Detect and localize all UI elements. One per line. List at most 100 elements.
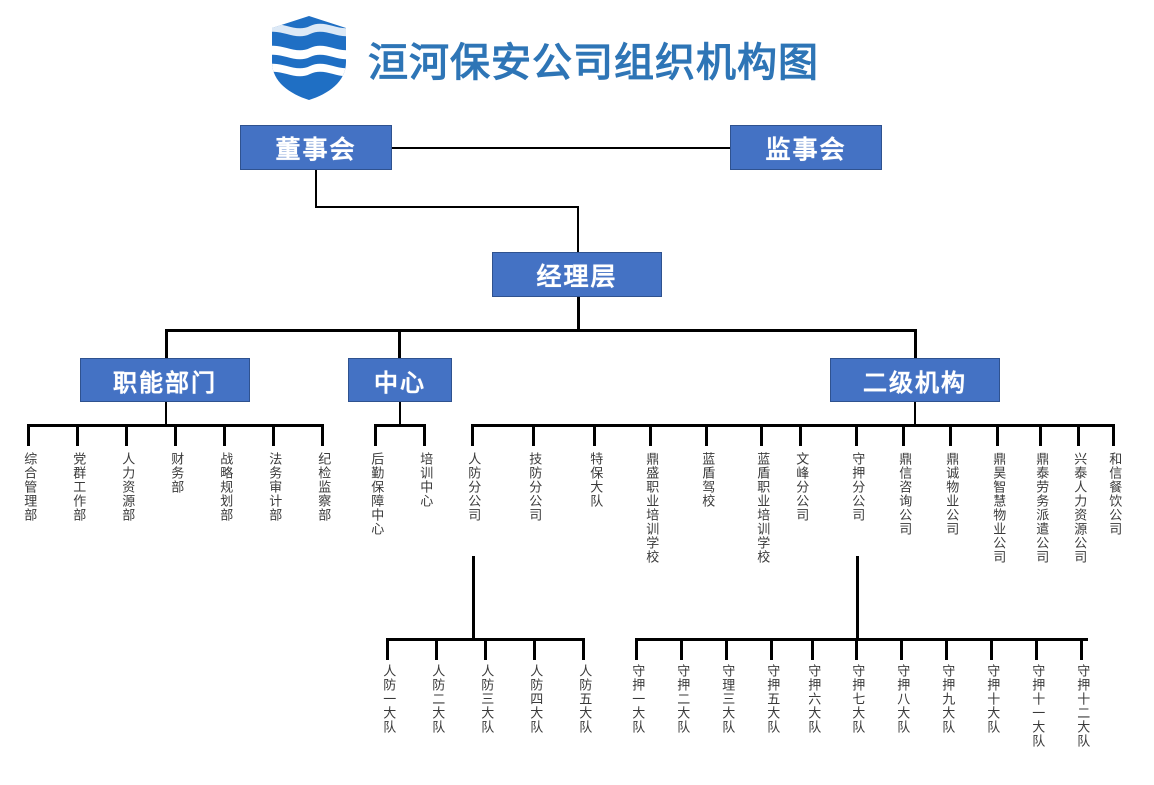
secondary-unit-3[interactable]: 特保大队 [587, 452, 603, 508]
secondary-unit-12[interactable]: 鼎泰劳务派遣公司 [1033, 452, 1049, 564]
connector-renfang-drop-4 [533, 638, 536, 660]
renfang-brigade-5[interactable]: 人防五大队 [576, 664, 592, 734]
connector-shouya-drop-3 [725, 638, 728, 660]
secondary-unit-7[interactable]: 文峰分公司 [793, 452, 809, 522]
connector-shouya-drop-6 [855, 638, 858, 660]
connector-functional-drop-6 [272, 424, 275, 446]
secondary-unit-5[interactable]: 蓝盾驾校 [699, 452, 715, 508]
node-board-of-directors[interactable]: 董事会 [240, 125, 392, 170]
connector-shouya-down [856, 556, 859, 640]
node-supervisory-board[interactable]: 监事会 [730, 125, 882, 170]
connector-renfang-drop-1 [386, 638, 389, 660]
functional-department-2[interactable]: 党群工作部 [70, 452, 86, 522]
shouya-brigade-5[interactable]: 守押六大队 [805, 664, 821, 734]
connector-secondary-bus [472, 424, 1114, 427]
connector-drop-secondary [914, 329, 917, 359]
connector-functional-down [165, 402, 167, 426]
connector-secondary-drop-9 [902, 424, 905, 446]
shouya-brigade-2[interactable]: 守押二大队 [674, 664, 690, 734]
page-title: 洹河保安公司组织机构图 [368, 40, 819, 86]
renfang-brigade-2[interactable]: 人防二大队 [429, 664, 445, 734]
connector-renfang-drop-2 [435, 638, 438, 660]
functional-department-5[interactable]: 战略规划部 [217, 452, 233, 522]
shield-wave-logo-icon [268, 14, 350, 102]
connector-drop-center [398, 329, 401, 359]
shouya-brigade-10[interactable]: 守押十一大队 [1029, 664, 1045, 748]
functional-department-1[interactable]: 综合管理部 [21, 452, 37, 522]
connector-shouya-bus [636, 638, 1088, 641]
connector-secondary-down [914, 402, 916, 426]
connector-secondary-drop-11 [996, 424, 999, 446]
shouya-brigade-9[interactable]: 守押十大队 [984, 664, 1000, 734]
connector-renfang-drop-3 [484, 638, 487, 660]
connector-secondary-drop-13 [1077, 424, 1080, 446]
connector-shouya-drop-8 [945, 638, 948, 660]
functional-department-3[interactable]: 人力资源部 [119, 452, 135, 522]
connector-secondary-drop-3 [593, 424, 596, 446]
connector-level3-bus [165, 329, 917, 332]
secondary-unit-14[interactable]: 和信餐饮公司 [1106, 452, 1122, 536]
shouya-brigade-7[interactable]: 守押八大队 [894, 664, 910, 734]
connector-board-down [315, 170, 317, 208]
renfang-brigade-3[interactable]: 人防三大队 [478, 664, 494, 734]
connector-center-drop-1 [374, 424, 377, 446]
connector-center-bus [375, 424, 424, 427]
renfang-brigade-4[interactable]: 人防四大队 [527, 664, 543, 734]
shouya-brigade-11[interactable]: 守押十二大队 [1074, 664, 1090, 748]
connector-board-bus [315, 206, 579, 208]
connector-shouya-drop-9 [990, 638, 993, 660]
connector-functional-drop-5 [223, 424, 226, 446]
connector-secondary-drop-12 [1039, 424, 1042, 446]
node-management-layer[interactable]: 经理层 [492, 252, 662, 297]
connector-shouya-drop-1 [635, 638, 638, 660]
connector-secondary-drop-2 [532, 424, 535, 446]
connector-functional-drop-2 [76, 424, 79, 446]
chart-header: 洹河保安公司组织机构图 [0, 0, 1154, 108]
secondary-unit-10[interactable]: 鼎诚物业公司 [943, 452, 959, 536]
secondary-unit-8[interactable]: 守押分公司 [849, 452, 865, 522]
connector-management-down [577, 297, 580, 331]
connector-shouya-drop-4 [770, 638, 773, 660]
shouya-brigade-1[interactable]: 守押一大队 [629, 664, 645, 734]
renfang-brigade-1[interactable]: 人防一大队 [380, 664, 396, 734]
secondary-unit-2[interactable]: 技防分公司 [526, 452, 542, 522]
center-unit-1[interactable]: 后勤保障中心 [368, 452, 384, 536]
connector-renfang-drop-5 [582, 638, 585, 660]
connector-shouya-drop-5 [811, 638, 814, 660]
connector-secondary-drop-1 [471, 424, 474, 446]
secondary-unit-9[interactable]: 鼎信咨询公司 [896, 452, 912, 536]
connector-shouya-drop-10 [1035, 638, 1038, 660]
functional-department-4[interactable]: 财务部 [168, 452, 184, 494]
connector-secondary-drop-14 [1112, 424, 1115, 446]
connector-functional-drop-1 [27, 424, 30, 446]
center-unit-2[interactable]: 培训中心 [417, 452, 433, 508]
functional-department-7[interactable]: 纪检监察部 [315, 452, 331, 522]
shouya-brigade-3[interactable]: 守理三大队 [719, 664, 735, 734]
connector-drop-functional [165, 329, 168, 359]
node-functional-departments[interactable]: 职能部门 [80, 358, 250, 402]
connector-to-management [577, 206, 579, 252]
secondary-unit-13[interactable]: 兴泰人力资源公司 [1071, 452, 1087, 564]
secondary-unit-4[interactable]: 鼎盛职业培训学校 [643, 452, 659, 564]
node-secondary-organizations[interactable]: 二级机构 [830, 358, 1000, 402]
secondary-unit-1[interactable]: 人防分公司 [465, 452, 481, 522]
connector-secondary-drop-8 [855, 424, 858, 446]
connector-renfang-down [472, 556, 475, 640]
secondary-unit-6[interactable]: 蓝盾职业培训学校 [754, 452, 770, 564]
connector-functional-drop-7 [321, 424, 324, 446]
connector-shouya-drop-2 [680, 638, 683, 660]
shouya-brigade-8[interactable]: 守押九大队 [939, 664, 955, 734]
connector-functional-drop-3 [125, 424, 128, 446]
shouya-brigade-4[interactable]: 守押五大队 [764, 664, 780, 734]
shouya-brigade-6[interactable]: 守押七大队 [849, 664, 865, 734]
connector-center-down [399, 402, 401, 426]
connector-secondary-drop-7 [799, 424, 802, 446]
secondary-unit-11[interactable]: 鼎昊智慧物业公司 [990, 452, 1006, 564]
connector-functional-drop-4 [174, 424, 177, 446]
node-center[interactable]: 中心 [348, 358, 452, 402]
connector-shouya-drop-11 [1080, 638, 1083, 660]
connector-secondary-drop-10 [949, 424, 952, 446]
functional-department-6[interactable]: 法务审计部 [266, 452, 282, 522]
connector-center-drop-2 [423, 424, 426, 446]
connector-board-to-supervisory [392, 147, 730, 149]
